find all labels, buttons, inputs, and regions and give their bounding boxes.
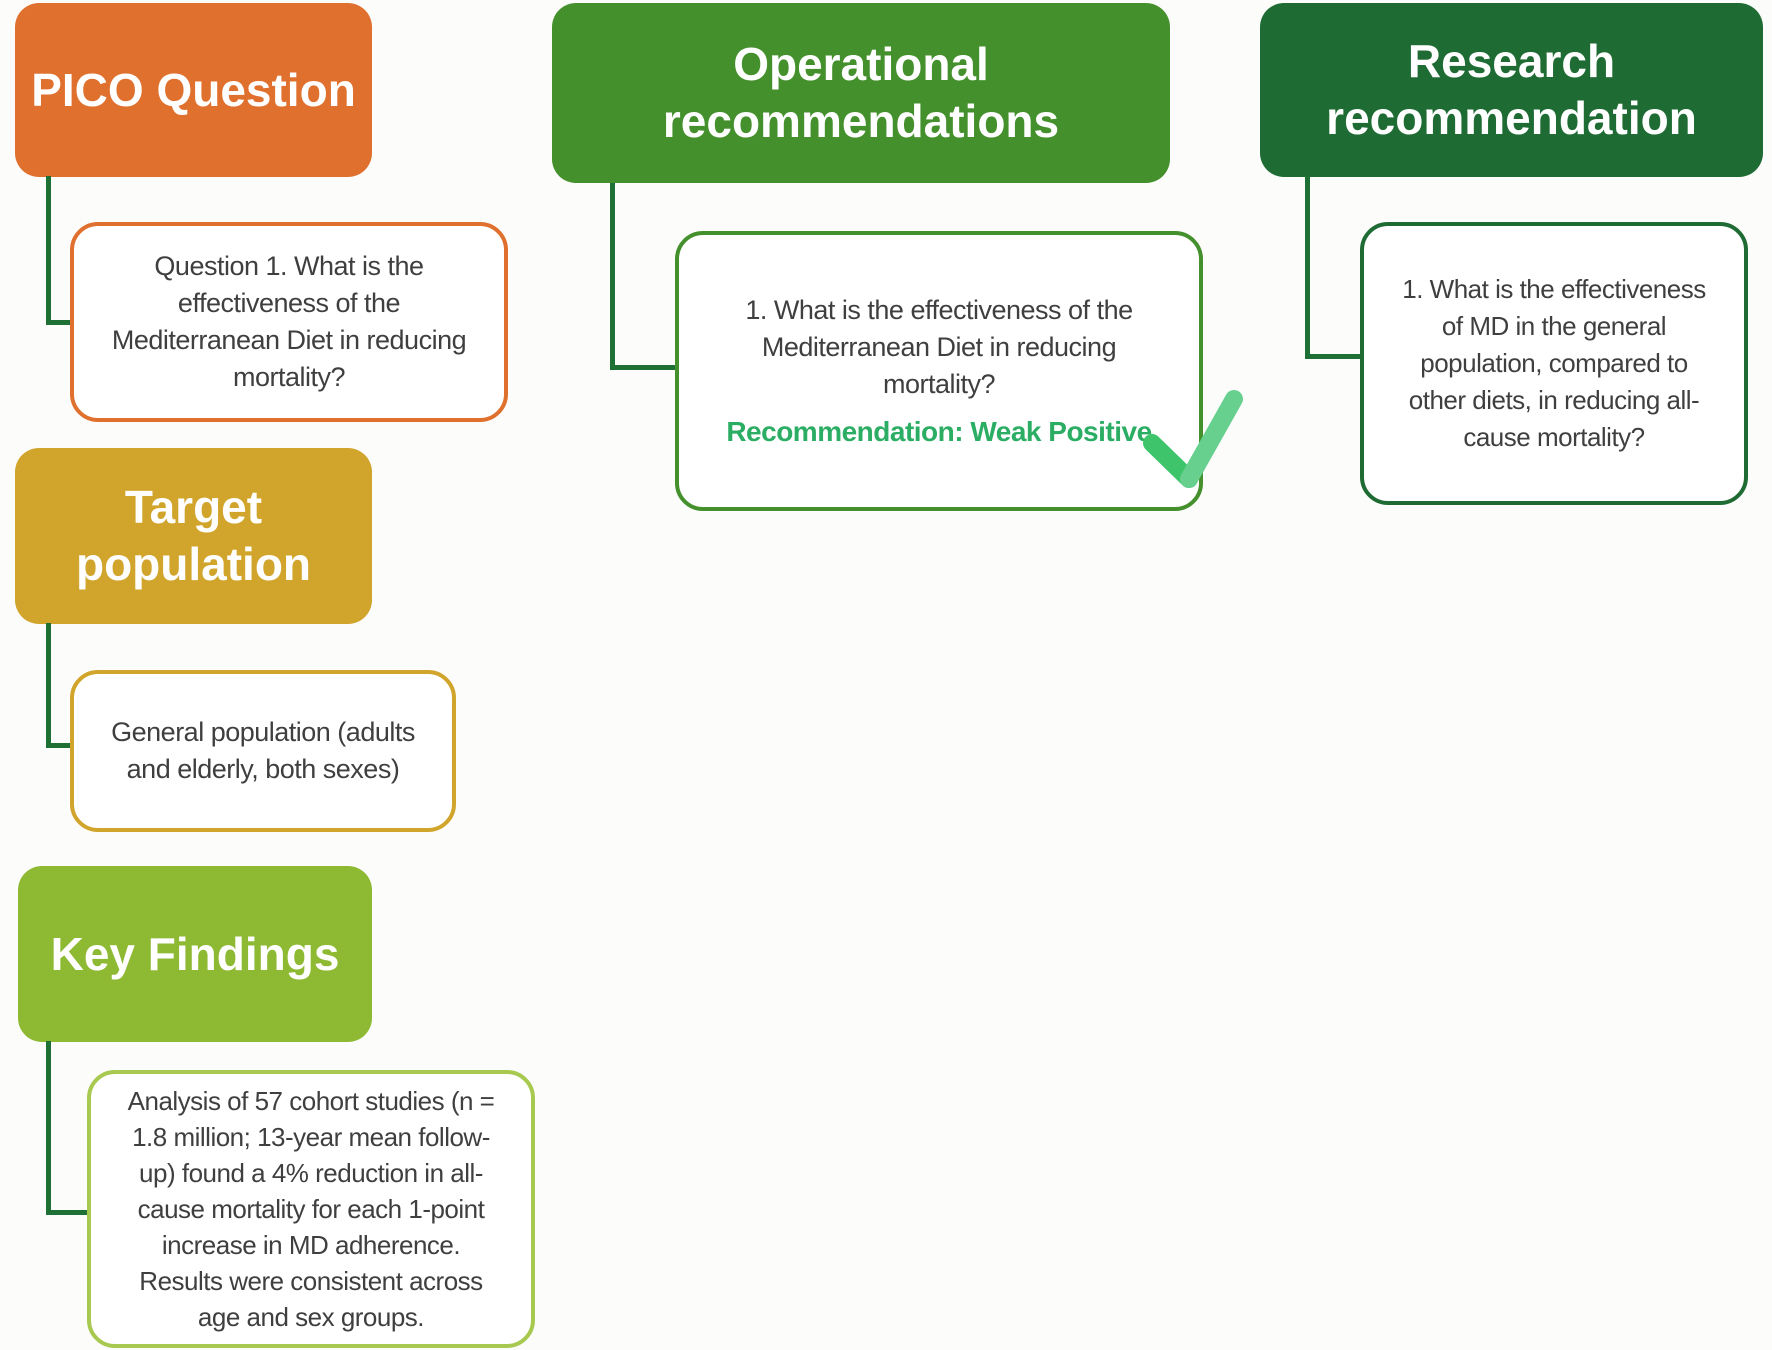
operational-recommendations-header: Operational recommendations xyxy=(552,3,1170,183)
research-recommendation-card: 1. What is the effectiveness of MD in th… xyxy=(1360,222,1748,505)
target-population-card-text: General population (adults and elderly, … xyxy=(111,717,415,784)
operational-recommendation-card-text: 1. What is the effectiveness of the Medi… xyxy=(745,294,1133,399)
operational-connector-line xyxy=(610,183,679,370)
check-icon xyxy=(1143,390,1243,488)
target-population-header-label: Target population xyxy=(75,481,312,590)
research-recommendation-header: Research recommendation xyxy=(1260,3,1763,177)
key-findings-connector-line xyxy=(46,1041,94,1215)
target-population-card: General population (adults and elderly, … xyxy=(70,670,456,832)
key-findings-header: Key Findings xyxy=(18,866,372,1042)
recommendation-status-text: Recommendation: Weak Positive xyxy=(726,415,1152,447)
target-population-header: Target population xyxy=(15,448,372,624)
target-connector-line xyxy=(46,623,77,748)
research-recommendation-card-text: 1. What is the effectiveness of MD in th… xyxy=(1402,274,1706,452)
pico-question-card-text: Question 1. What is the effectiveness of… xyxy=(111,251,467,392)
pico-connector-line xyxy=(46,176,77,325)
operational-recommendation-card: 1. What is the effectiveness of the Medi… xyxy=(675,231,1203,511)
operational-recommendations-header-label: Operational recommendations xyxy=(662,38,1060,147)
research-connector-line xyxy=(1305,176,1367,359)
pico-question-header: PICO Question xyxy=(15,3,372,177)
pico-question-header-label: PICO Question xyxy=(31,63,356,116)
key-findings-card: Analysis of 57 cohort studies (n = 1.8 m… xyxy=(87,1070,535,1348)
key-findings-header-label: Key Findings xyxy=(50,927,340,980)
key-findings-card-text: Analysis of 57 cohort studies (n = 1.8 m… xyxy=(127,1086,495,1332)
pico-question-card: Question 1. What is the effectiveness of… xyxy=(70,222,508,422)
research-recommendation-header-label: Research recommendation xyxy=(1326,35,1697,144)
